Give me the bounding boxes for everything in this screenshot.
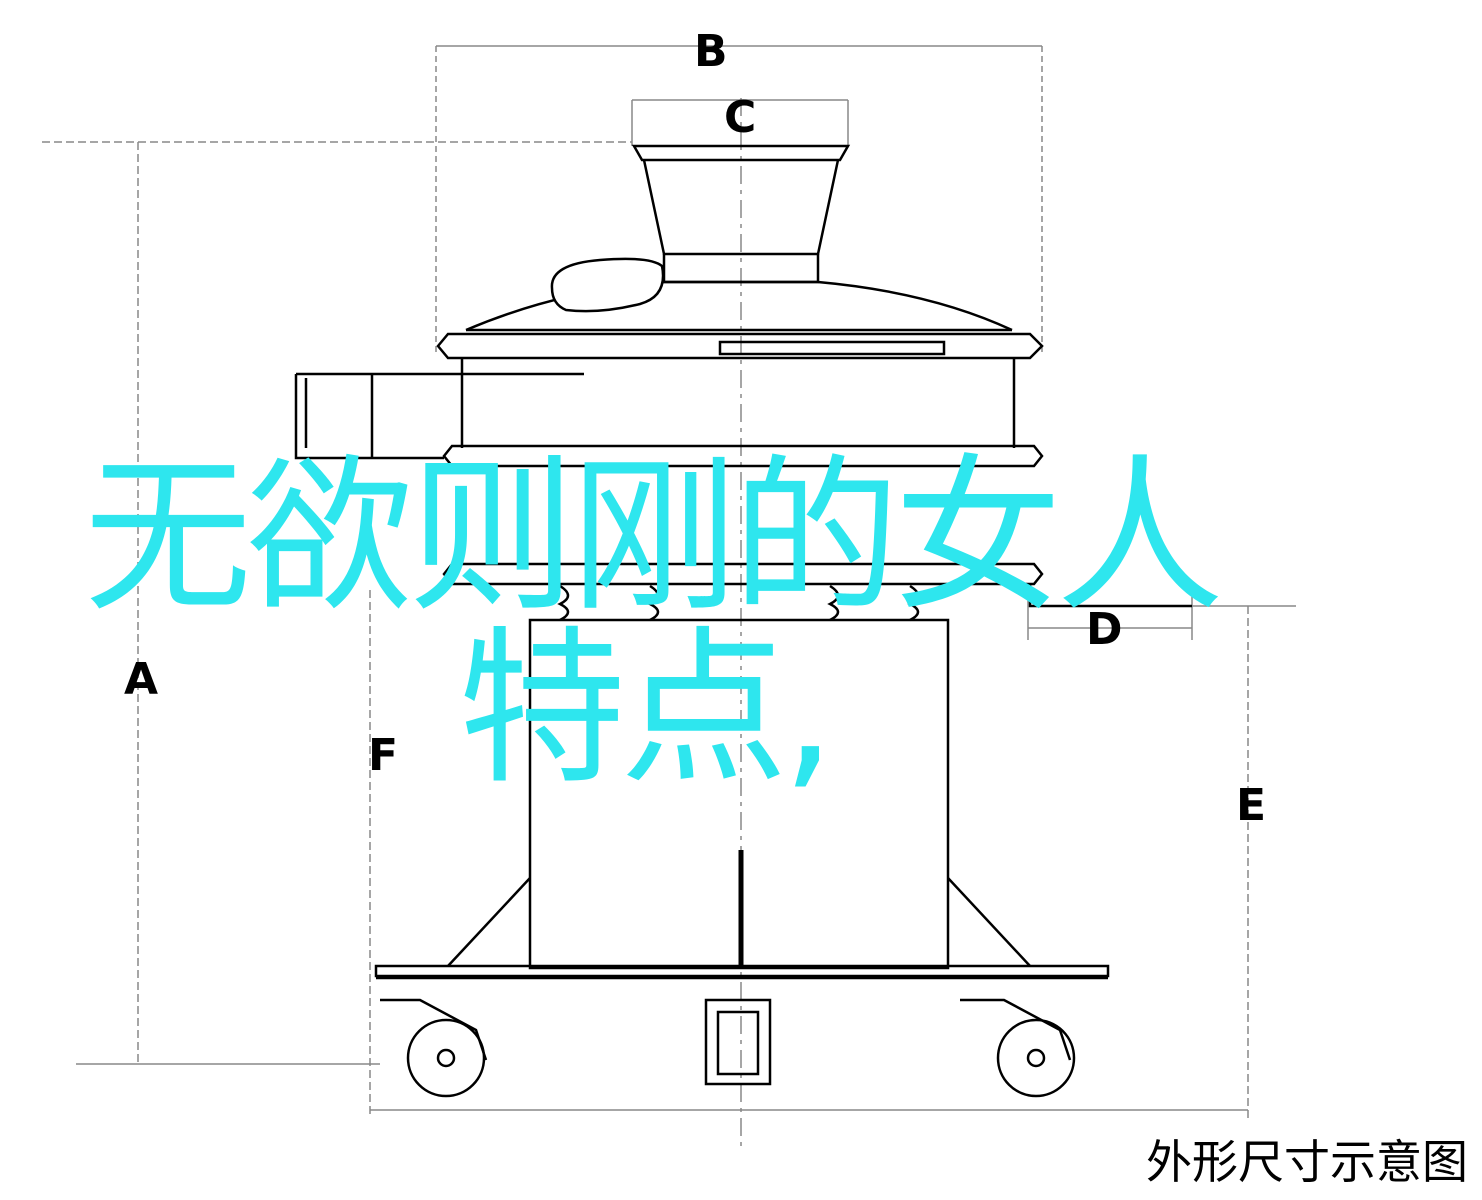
overlay-title: 无欲则刚的女人 特点, xyxy=(84,452,1414,794)
dim-label-d: D xyxy=(1086,604,1123,655)
overlay-title-line2: 特点, xyxy=(458,611,835,807)
dimension-lines xyxy=(42,45,1296,1150)
machine-body xyxy=(294,144,1192,1098)
dim-label-b: B xyxy=(694,26,728,77)
overlay-title-line1: 无欲则刚的女人 xyxy=(84,439,1224,635)
dim-label-a: A xyxy=(124,654,158,705)
dim-label-e: E xyxy=(1236,780,1266,831)
dim-label-c: C xyxy=(724,92,756,143)
diagram-caption: 外形尺寸示意图 xyxy=(1146,1135,1468,1189)
dimension-labels: B C A D E F xyxy=(124,26,1266,831)
dim-label-f: F xyxy=(368,730,398,781)
